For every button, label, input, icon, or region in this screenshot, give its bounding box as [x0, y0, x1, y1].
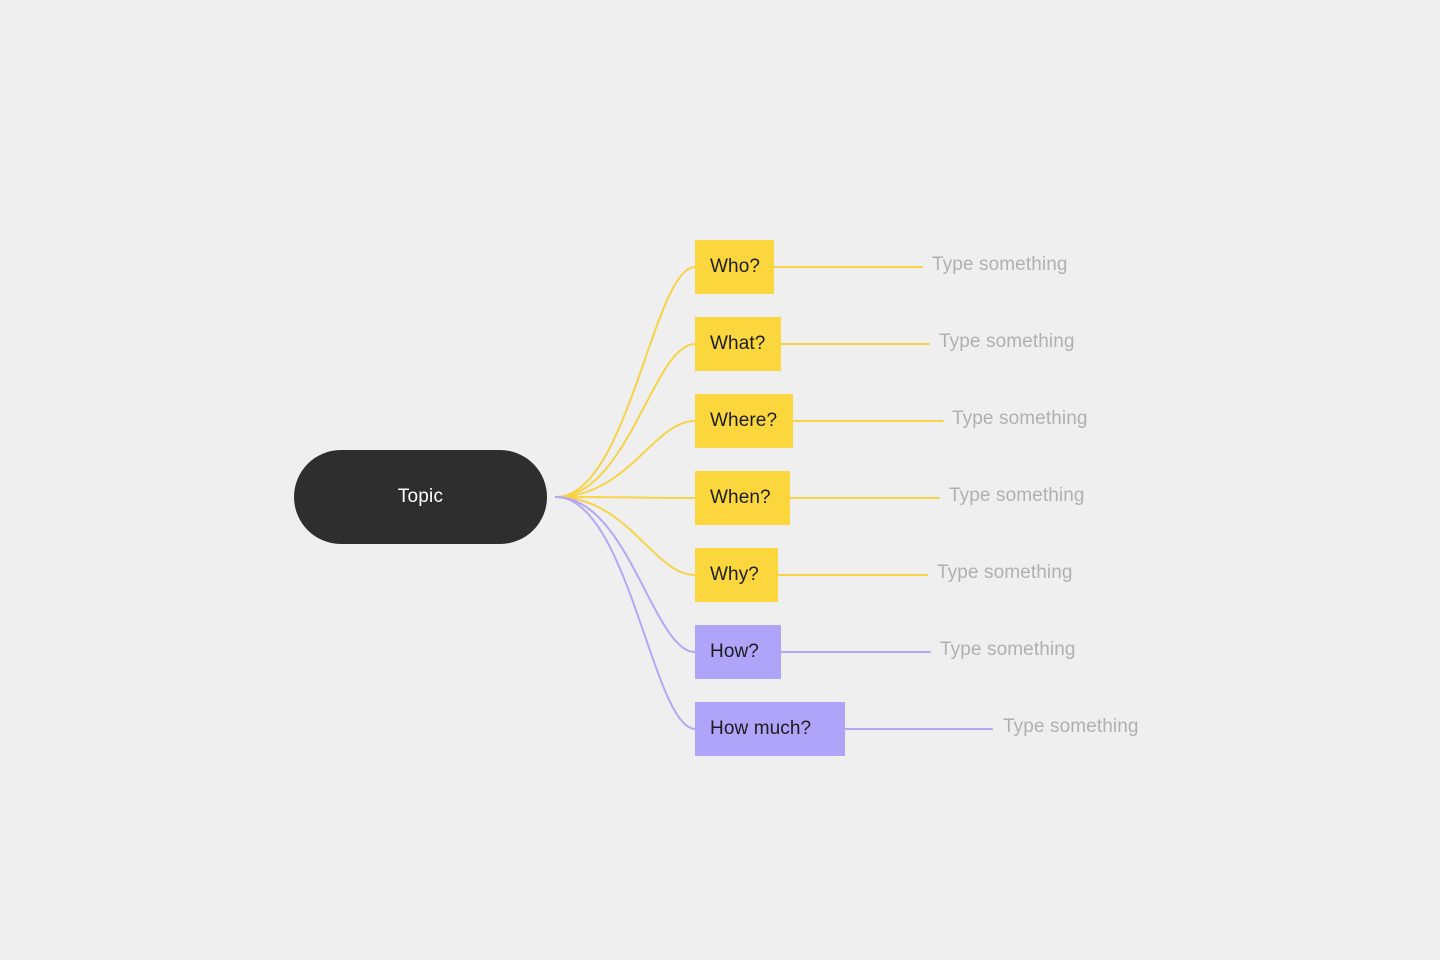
- branch-node-how-much[interactable]: How much?: [695, 702, 845, 756]
- leaf-placeholder-input[interactable]: Type something: [949, 485, 1085, 506]
- branch-node-label: When?: [710, 487, 771, 508]
- edge-root-to-what: [555, 343, 696, 498]
- branch-node-label: Who?: [710, 256, 761, 277]
- leaf-placeholder-input[interactable]: Type something: [939, 331, 1075, 352]
- edge-root-to-why: [555, 496, 696, 576]
- edge-root-to-where: [555, 420, 696, 498]
- branch-node-when[interactable]: When?: [695, 471, 790, 525]
- edge-root-to-how: [555, 496, 696, 653]
- branch-node-label: What?: [710, 333, 766, 354]
- root-node-label: Topic: [397, 486, 444, 507]
- branch-node-who[interactable]: Who?: [695, 240, 774, 294]
- edge-root-to-when: [555, 496, 696, 499]
- branch-node-label: Where?: [710, 410, 778, 431]
- branch-node-label: Why?: [710, 564, 759, 585]
- branch-node-why[interactable]: Why?: [695, 548, 778, 602]
- branch-node-what[interactable]: What?: [695, 317, 781, 371]
- leaf-placeholder-input[interactable]: Type something: [952, 408, 1088, 429]
- edge-root-to-how-much: [555, 496, 696, 730]
- leaf-placeholder-input[interactable]: Type something: [1003, 716, 1139, 737]
- branch-node-label: How much?: [710, 718, 812, 739]
- branch-node-where[interactable]: Where?: [695, 394, 793, 448]
- leaf-placeholder-input[interactable]: Type something: [932, 254, 1068, 275]
- root-node-topic[interactable]: Topic: [294, 450, 547, 544]
- leaf-placeholder-input[interactable]: Type something: [940, 639, 1076, 660]
- leaf-placeholder-input[interactable]: Type something: [937, 562, 1073, 583]
- branch-node-how[interactable]: How?: [695, 625, 781, 679]
- branch-node-label: How?: [710, 641, 759, 662]
- edge-root-to-who: [555, 266, 696, 498]
